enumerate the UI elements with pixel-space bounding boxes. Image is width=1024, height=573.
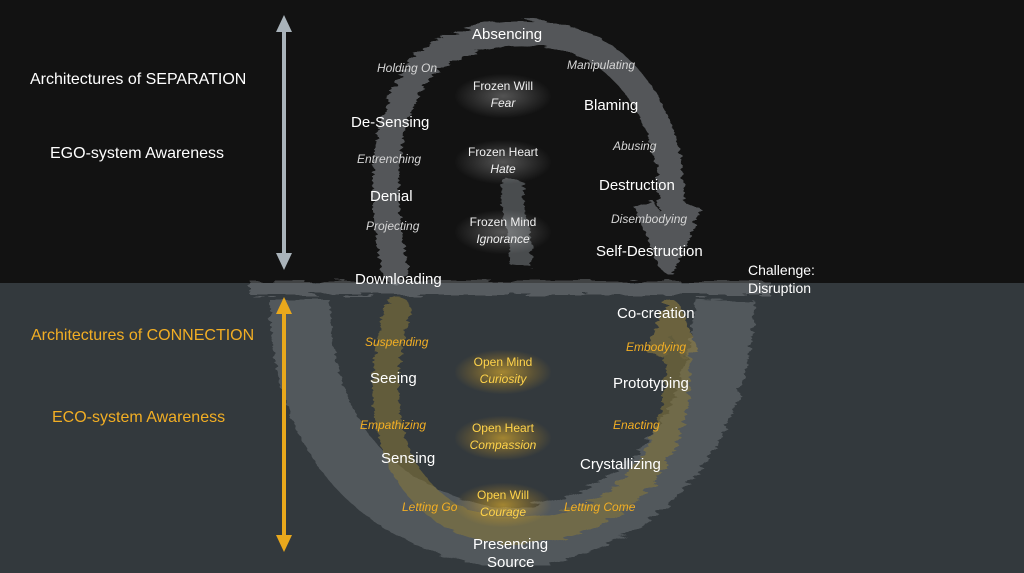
open-will-quality: Courage <box>479 505 527 519</box>
frozen-heart-glow <box>455 140 551 184</box>
empathizing-label: Empathizing <box>360 418 427 432</box>
holding-on-label: Holding On <box>377 61 438 75</box>
destruction-label: Destruction <box>599 177 675 194</box>
frozen-will-quality: Fear <box>490 96 516 110</box>
open-heart: Open Heart Compassion <box>448 420 558 454</box>
separation-arrow <box>276 15 292 270</box>
eco-awareness-label: ECO-system Awareness <box>52 409 226 426</box>
self-destruction-label: Self-Destruction <box>596 243 703 260</box>
open-will-name: Open Will <box>476 488 529 502</box>
suspending-label: Suspending <box>365 335 429 349</box>
absencing-label: Absencing <box>472 26 543 43</box>
connection-loop <box>372 297 699 544</box>
frozen-mind-glow <box>455 210 551 254</box>
frozen-will: Frozen Will Fear <box>448 78 558 112</box>
separation-loop <box>372 19 702 283</box>
disembodying-label: Disembodying <box>611 212 688 226</box>
open-mind-glow <box>455 350 551 394</box>
manipulating-label: Manipulating <box>567 58 636 72</box>
challenge-line: Challenge: <box>748 262 815 278</box>
enacting-label: Enacting <box>613 418 660 432</box>
frozen-heart-quality: Hate <box>490 162 516 176</box>
open-will-glow <box>455 483 551 527</box>
sensing-label: Sensing <box>381 450 436 467</box>
frozen-will-name: Frozen Will <box>472 79 533 93</box>
source-label: Source <box>487 554 535 571</box>
connection-label: Architectures of CONNECTION <box>31 327 255 344</box>
crystallizing-label: Crystallizing <box>580 456 661 473</box>
de-sensing-label: De-Sensing <box>351 114 430 131</box>
projecting-label: Projecting <box>366 219 420 233</box>
frozen-will-glow <box>455 74 551 118</box>
frozen-mind: Frozen Mind Ignorance <box>448 214 558 248</box>
open-heart-name: Open Heart <box>471 421 535 435</box>
open-mind-name: Open Mind <box>473 355 533 369</box>
abusing-label: Abusing <box>613 139 657 153</box>
downloading-label: Downloading <box>355 271 442 288</box>
separation-label: Architectures of SEPARATION <box>30 71 247 88</box>
connection-arrow <box>276 297 292 552</box>
prototyping-label: Prototyping <box>613 375 689 392</box>
frozen-heart: Frozen Heart Hate <box>448 144 558 178</box>
seeing-label: Seeing <box>370 370 417 387</box>
open-mind: Open Mind Curiosity <box>448 354 558 388</box>
blaming-label: Blaming <box>584 97 639 114</box>
open-will: Open Will Courage <box>448 487 558 521</box>
frozen-heart-name: Frozen Heart <box>467 145 539 159</box>
challenge-disruption: Challenge: Disruption <box>748 261 815 297</box>
presencing-label: Presencing <box>473 536 549 553</box>
open-mind-quality: Curiosity <box>479 372 527 386</box>
embodying-label: Embodying <box>626 340 687 354</box>
disruption-line: Disruption <box>748 280 812 296</box>
entrenching-label: Entrenching <box>357 152 422 166</box>
co-creation-label: Co-creation <box>617 305 695 322</box>
open-heart-glow <box>455 416 551 460</box>
letting-come-label: Letting Come <box>564 500 636 514</box>
ego-awareness-label: EGO-system Awareness <box>50 145 224 162</box>
frozen-mind-name: Frozen Mind <box>469 215 537 229</box>
frozen-mind-quality: Ignorance <box>476 232 530 246</box>
denial-label: Denial <box>370 188 413 205</box>
open-heart-quality: Compassion <box>469 438 537 452</box>
letting-go-label: Letting Go <box>402 500 458 514</box>
